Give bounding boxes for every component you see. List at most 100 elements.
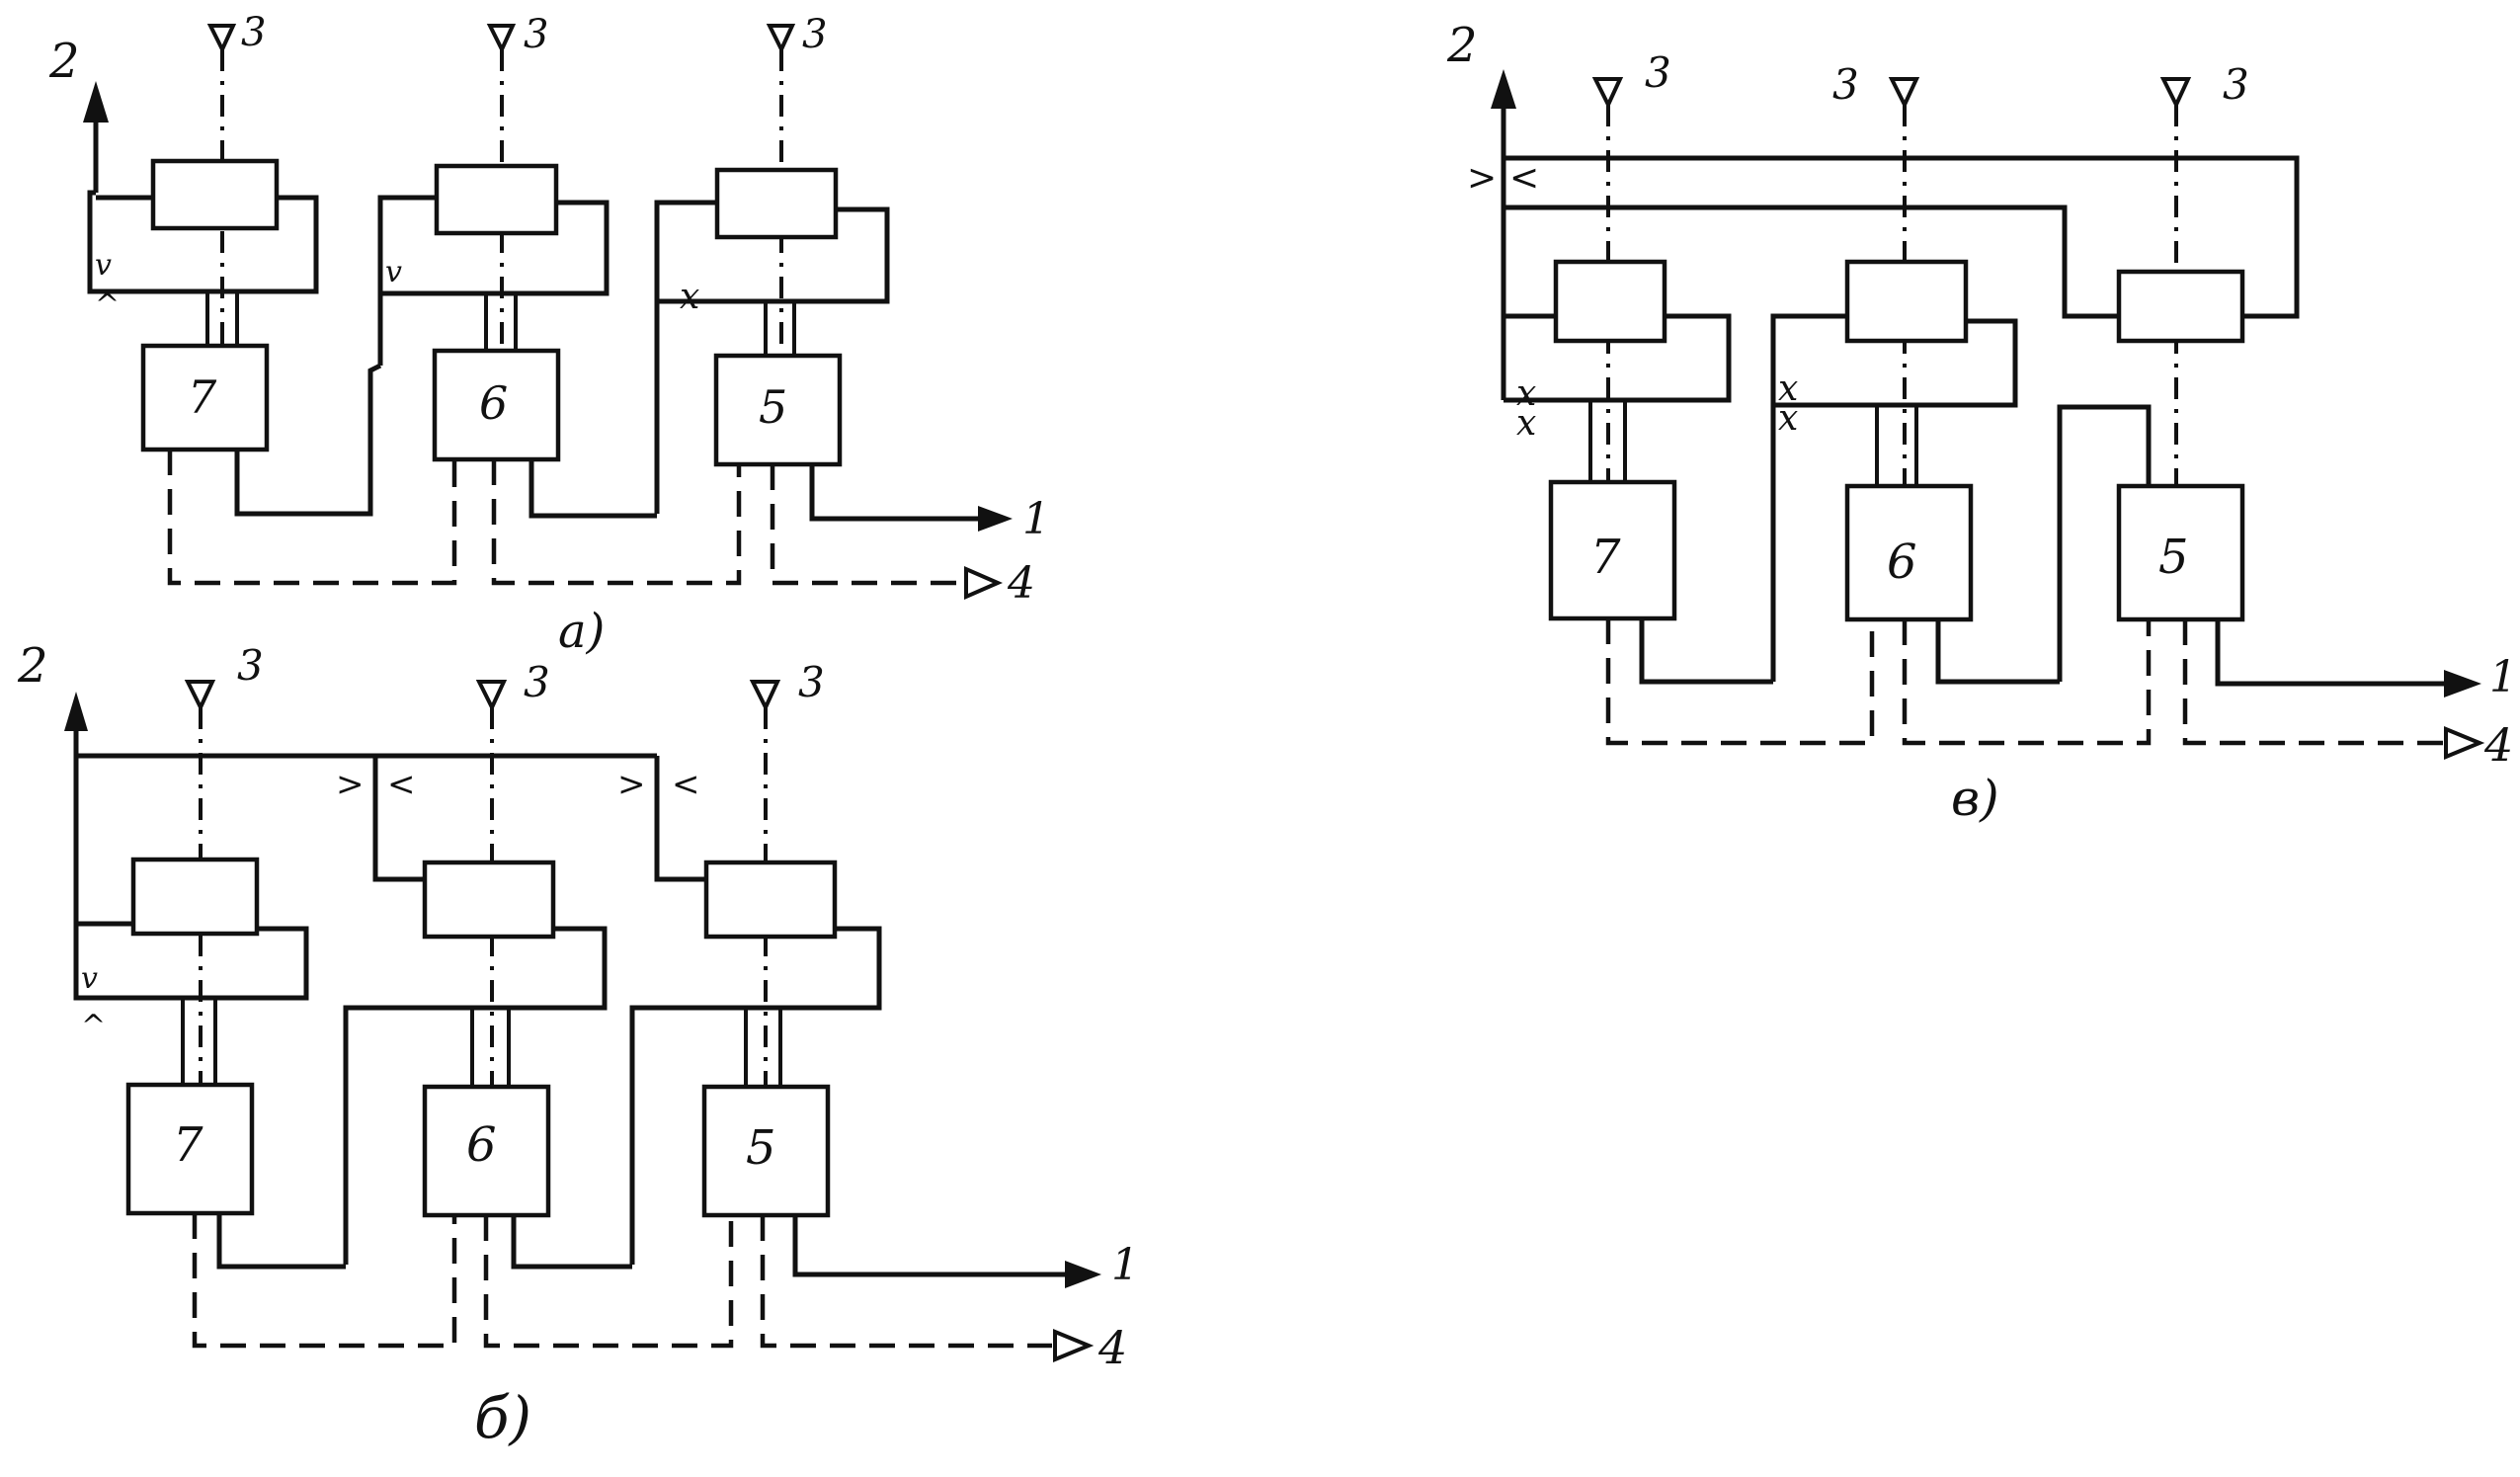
output-1-arrowhead-v	[2444, 670, 2481, 697]
block-5-a-label: 5	[759, 380, 787, 434]
bus-dashed-a1	[167, 450, 457, 586]
feed-b7	[181, 998, 217, 1087]
tick-v2: x	[1778, 369, 1798, 409]
loop-b2	[343, 926, 608, 1265]
block-5-a	[713, 353, 843, 467]
tick-b1: v	[81, 961, 98, 996]
coupler-box-a1	[150, 158, 280, 231]
label-3-b2: 3	[524, 658, 550, 706]
loop-a1	[87, 190, 319, 294]
coupler-box-b2	[422, 860, 556, 940]
block-6-b-label: 6	[466, 1117, 497, 1173]
block-5-b	[701, 1084, 831, 1218]
label-3-v1: 3	[1645, 48, 1671, 97]
tick-b2b: <	[387, 765, 416, 804]
bus-solid-v2	[1935, 619, 2060, 685]
coupler-box-a2	[434, 163, 559, 236]
loop-b3	[629, 926, 882, 1265]
coupler-box-b3	[703, 860, 838, 940]
block-6-v-label: 6	[1887, 534, 1917, 590]
tick-v-top2: <	[1509, 158, 1539, 199]
output-4-arrowhead-v	[2444, 726, 2485, 760]
bus-solid-b1	[216, 1213, 346, 1270]
bus-dashed-v2	[1902, 619, 2152, 746]
output-1-arrowhead-b	[1065, 1261, 1101, 1288]
label-3-b3: 3	[798, 658, 825, 706]
tap-b3	[654, 756, 706, 882]
antenna-icon	[2159, 77, 2192, 110]
label-2-a: 2	[48, 34, 80, 89]
bus-dashed-b3	[760, 1215, 1052, 1349]
panel-a: 2 3 3 3 v ^ v x	[48, 10, 1050, 659]
block-7-b-label: 7	[173, 1117, 203, 1173]
feed-v6	[1875, 405, 1918, 486]
bus-solid-v1	[1639, 618, 1773, 685]
loop-v1	[1504, 313, 1732, 403]
block-6-v	[1844, 483, 1974, 622]
tick-a3: x	[680, 277, 699, 317]
feed-b6	[470, 1008, 511, 1087]
label-3-a2: 3	[524, 12, 548, 57]
bus-solid-a3	[809, 464, 983, 522]
output-4-arrowhead-a	[964, 565, 1003, 601]
block-6-a-label: 6	[479, 376, 508, 430]
label-3-b1: 3	[237, 641, 264, 690]
block-7-b	[125, 1082, 255, 1216]
tick-b3: >	[617, 765, 646, 804]
output-2-arrowhead	[83, 81, 109, 123]
label-4-b: 4	[1097, 1321, 1127, 1374]
coupler-box-v1	[1553, 259, 1667, 344]
tick-v1: x	[1516, 373, 1536, 414]
loop-v2	[1770, 313, 2018, 682]
bus-dashed-a3	[770, 464, 963, 586]
tick-a1b: ^	[95, 287, 120, 322]
label-4-a: 4	[1007, 558, 1035, 609]
label-1-a: 1	[1022, 494, 1050, 544]
coupler-box-b1	[130, 857, 260, 937]
feed-a7	[205, 293, 239, 346]
antenna-icon	[475, 680, 508, 712]
bus-solid-b3	[792, 1215, 1067, 1277]
bus-solid-b2	[511, 1215, 632, 1270]
block-7-a-label: 7	[188, 370, 217, 424]
bus-solid-a2	[528, 459, 657, 519]
antenna-icon	[184, 680, 216, 712]
panel-b: 2 3 3 3 > < > < v ^	[17, 638, 1139, 1451]
tick-a2: v	[385, 255, 402, 289]
feed-b5	[744, 1008, 782, 1087]
bus-dashed-b1	[192, 1213, 457, 1349]
tick-a1: v	[95, 248, 112, 283]
label-3-a1: 3	[241, 10, 266, 55]
block-7-a	[140, 343, 270, 452]
bus-dashed-v1	[1605, 618, 1875, 746]
antenna-icon	[766, 24, 796, 54]
antenna-icon	[1888, 77, 1920, 110]
output-2-arrowhead-b	[64, 692, 88, 731]
label-4-v: 4	[2483, 718, 2513, 772]
loop-a3	[654, 200, 890, 514]
output-1-arrowhead-a	[978, 506, 1013, 532]
top-bus-v1	[1504, 155, 2300, 319]
block-5-b-label: 5	[746, 1120, 776, 1176]
antenna-icon	[486, 24, 517, 54]
bus-solid-a1	[234, 363, 382, 517]
block-7-v	[1548, 479, 1677, 621]
label-1-b: 1	[1111, 1240, 1139, 1290]
coupler-box-a3	[714, 167, 839, 240]
panel-v: 2 3 3 3 > < x x x x	[1446, 18, 2517, 827]
coupler-box-v2	[1844, 259, 1969, 344]
block-6-a	[432, 348, 561, 462]
loop-b1	[73, 924, 309, 1001]
caption-a: а)	[558, 604, 605, 659]
top-bus-v2	[1504, 205, 2119, 319]
output-2-arrowhead-v	[1491, 69, 1516, 109]
label-2-b: 2	[17, 638, 48, 694]
feed-a5	[764, 301, 796, 356]
tick-b1b: ^	[81, 1009, 106, 1043]
caption-v: в)	[1951, 770, 1999, 827]
tap-b2	[372, 756, 425, 882]
tick-b2: >	[336, 765, 365, 804]
bus-dashed-v3	[2182, 619, 2445, 746]
